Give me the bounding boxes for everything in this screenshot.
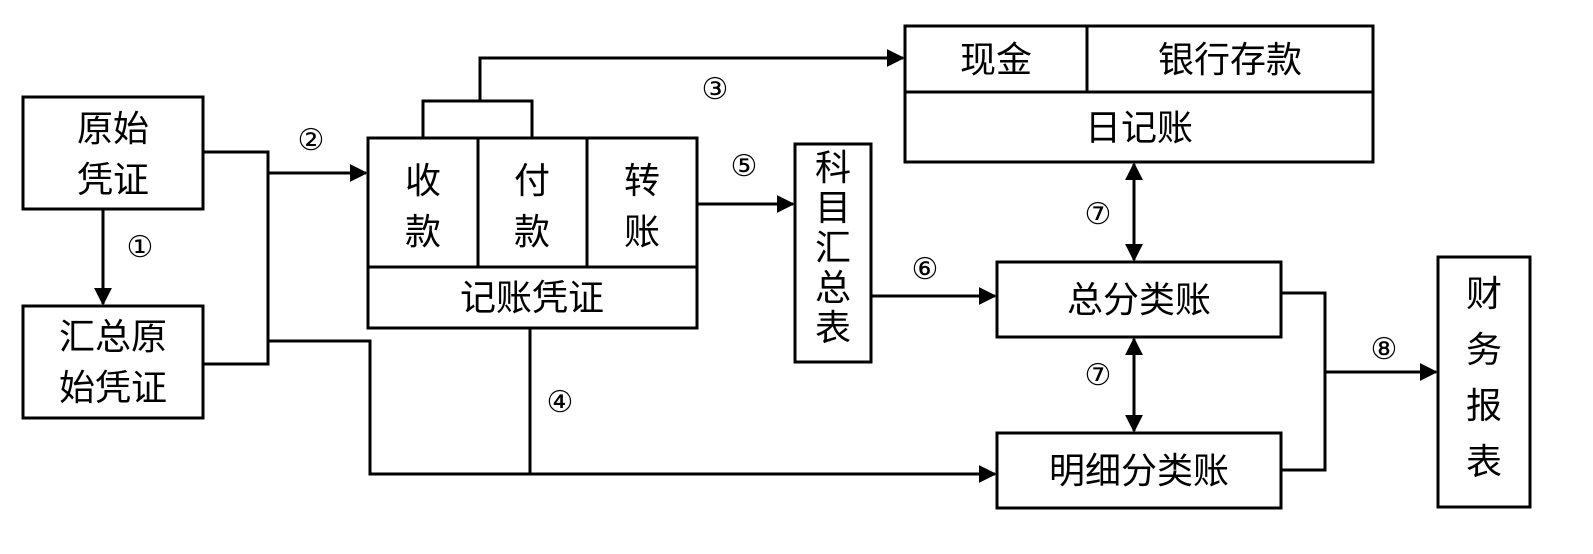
financial-statements-box: 财 务 报 表 — [1436, 255, 1532, 509]
general-ledger-box: 总分类账 — [995, 260, 1283, 339]
accounting-voucher-box: 收 款 付 款 转 账 记账凭证 — [366, 136, 699, 330]
transfer-voucher-label-line1: 转 — [624, 161, 660, 202]
accounting-voucher-label: 记账凭证 — [460, 278, 604, 319]
step-label-7-lower: ⑦ — [1085, 358, 1112, 393]
step-label-5: ⑤ — [731, 149, 758, 184]
original-voucher-box: 原始 凭证 — [21, 95, 205, 211]
bracket-ledgers — [1281, 291, 1327, 472]
payment-voucher-label-line2: 款 — [514, 212, 550, 253]
step-label-7-upper: ⑦ — [1085, 197, 1112, 232]
receipt-voucher-label-line1: 收 — [405, 161, 441, 202]
bracket-receipt-payment — [421, 99, 534, 138]
step-label-2: ② — [298, 123, 325, 158]
step-label-8: ⑧ — [1371, 332, 1398, 367]
original-voucher-label-line1: 原始 — [77, 109, 149, 150]
financial-statements-char-1: 财 — [1466, 274, 1502, 315]
subject-summary-box: 科 目 汇 总 表 — [793, 142, 873, 364]
arrow-step-3 — [478, 49, 905, 101]
financial-statements-char-2: 务 — [1466, 330, 1502, 371]
bank-deposit-label: 银行存款 — [1158, 40, 1302, 81]
detail-ledger-box: 明细分类账 — [995, 431, 1283, 510]
payment-voucher-label-line1: 付 — [514, 161, 550, 202]
arrow-step-4 — [268, 339, 997, 483]
financial-statements-char-4: 表 — [1466, 442, 1502, 483]
bracket-original-vouchers — [203, 150, 270, 366]
financial-statements-char-3: 报 — [1466, 386, 1502, 427]
subject-summary-char-5: 表 — [815, 308, 851, 349]
summary-original-voucher-label-line2: 始凭证 — [59, 368, 167, 409]
receipt-voucher-label-line2: 款 — [405, 212, 441, 253]
detail-ledger-label: 明细分类账 — [1049, 451, 1229, 492]
subject-summary-char-4: 总 — [815, 268, 851, 309]
cash-label: 现金 — [960, 40, 1032, 81]
subject-summary-char-3: 汇 — [815, 228, 851, 269]
original-voucher-label-line2: 凭证 — [77, 160, 149, 201]
general-ledger-label: 总分类账 — [1067, 280, 1211, 321]
transfer-voucher-label-line2: 账 — [624, 212, 660, 253]
subject-summary-char-2: 目 — [815, 188, 851, 229]
step-label-3: ③ — [702, 72, 729, 107]
step-label-4: ④ — [547, 385, 574, 420]
journal-label: 日记账 — [1085, 108, 1193, 149]
journal-box: 现金 银行存款 日记账 — [903, 24, 1375, 164]
step-label-6: ⑥ — [912, 252, 939, 287]
summary-original-voucher-label-line1: 汇总原 — [59, 317, 167, 358]
subject-summary-char-1: 科 — [815, 148, 851, 189]
step-label-1: ① — [127, 230, 154, 265]
summary-original-voucher-box: 汇总原 始凭证 — [21, 304, 205, 420]
